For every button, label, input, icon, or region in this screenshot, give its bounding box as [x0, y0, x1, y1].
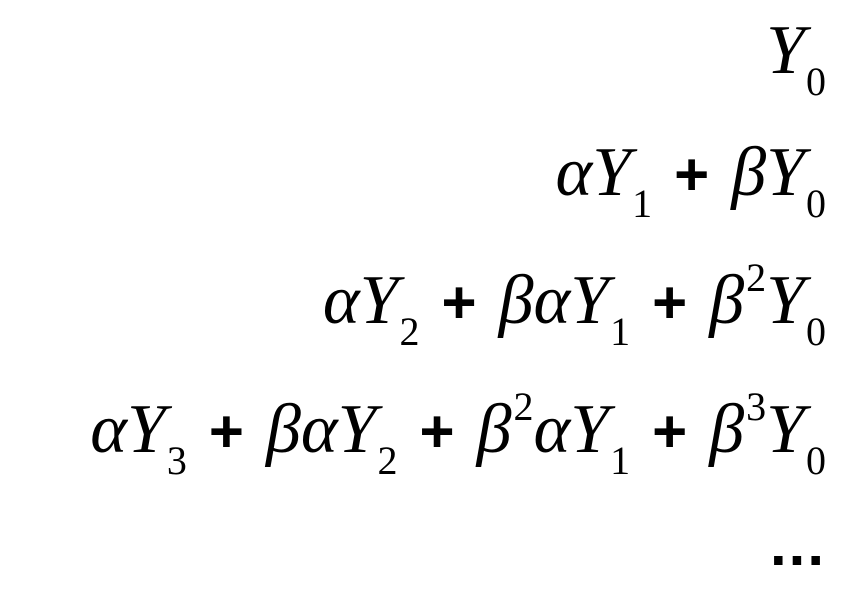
variable: Y — [126, 391, 166, 468]
variable: Y — [570, 262, 610, 339]
greek-symbol: β — [709, 391, 745, 468]
plus-operator: + — [441, 269, 477, 336]
greek-symbol: α — [533, 391, 571, 468]
subscript: 0 — [806, 438, 826, 483]
variable: Y — [766, 12, 805, 89]
plus-operator: + — [674, 141, 710, 208]
variable: Y — [766, 262, 805, 339]
variable: Y — [359, 262, 399, 339]
subscript: 1 — [610, 438, 631, 483]
plus-operator: + — [419, 398, 455, 465]
greek-symbol: α — [300, 391, 338, 468]
subscript: 1 — [632, 181, 653, 226]
greek-symbol: α — [533, 262, 571, 339]
variable: Y — [766, 391, 805, 468]
greek-symbol: β — [731, 134, 767, 211]
subscript: 0 — [806, 181, 826, 226]
greek-symbol: α — [322, 262, 360, 339]
subscript: 1 — [610, 309, 631, 354]
subscript: 2 — [377, 438, 398, 483]
subscript: 0 — [806, 59, 826, 104]
greek-symbol: β — [265, 391, 301, 468]
variable: Y — [592, 134, 632, 211]
greek-symbol: β — [476, 391, 512, 468]
plus-operator: + — [208, 398, 244, 465]
greek-symbol: β — [498, 262, 534, 339]
variable: Y — [570, 391, 610, 468]
greek-symbol: β — [709, 262, 745, 339]
greek-symbol: α — [90, 391, 127, 468]
plus-operator: + — [652, 398, 688, 465]
ellipsis: ... — [769, 511, 826, 578]
greek-symbol: α — [555, 134, 593, 211]
subscript: 0 — [806, 309, 826, 354]
superscript: 3 — [746, 384, 767, 429]
superscript: 2 — [513, 384, 534, 429]
variable: Y — [337, 391, 377, 468]
equation-line-ellipsis: ... — [770, 515, 826, 575]
subscript: 3 — [166, 438, 187, 483]
variable: Y — [766, 134, 805, 211]
subscript: 2 — [399, 309, 420, 354]
superscript: 2 — [746, 255, 767, 300]
plus-operator: + — [652, 269, 688, 336]
